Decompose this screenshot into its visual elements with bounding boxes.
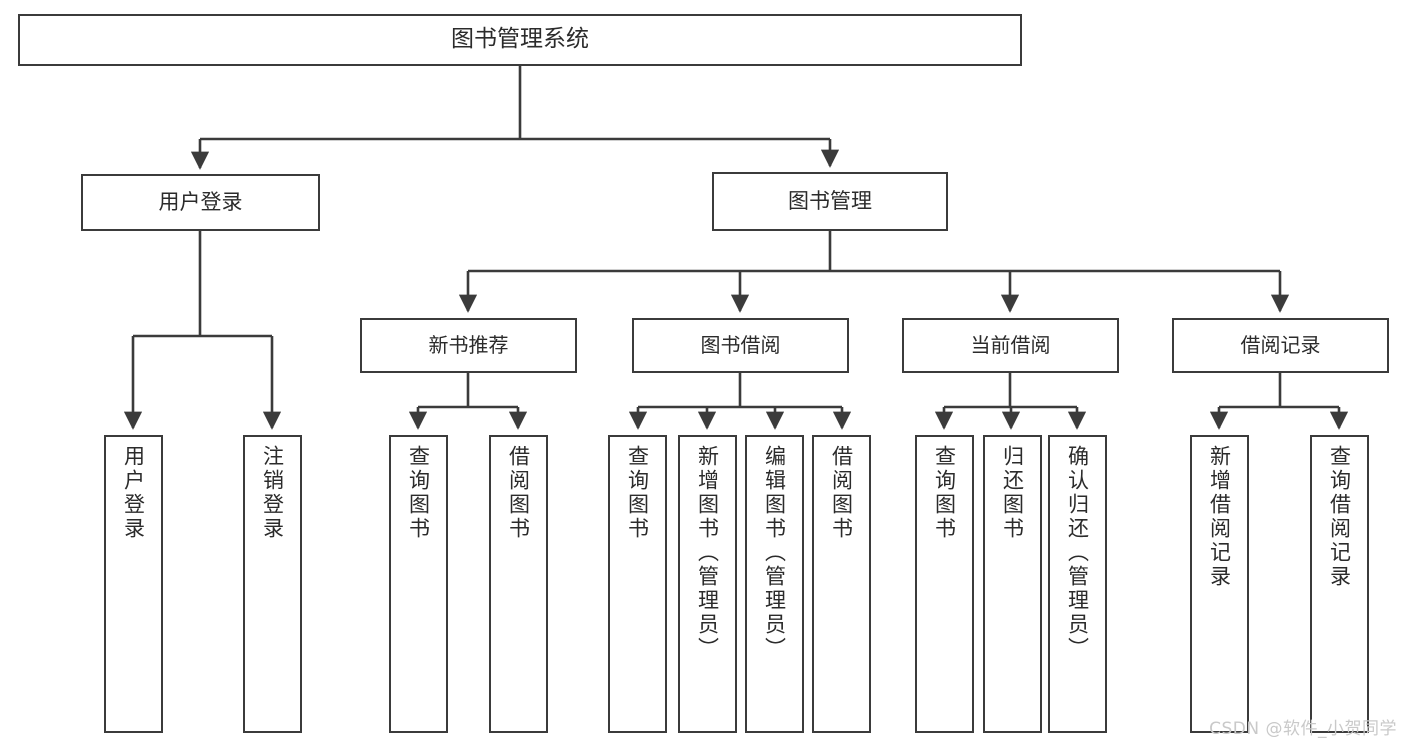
- node-leaf-confirm-return-label: 确认归还（管理员）: [1065, 445, 1090, 661]
- node-leaf-query-book-2-label: 查询图书: [625, 445, 650, 541]
- node-root[interactable]: 图书管理系统: [18, 14, 1022, 66]
- node-leaf-query-book-3[interactable]: 查询图书: [915, 435, 974, 733]
- node-borrow-record[interactable]: 借阅记录: [1172, 318, 1389, 373]
- node-leaf-borrow-book-2-label: 借阅图书: [829, 445, 854, 541]
- node-leaf-edit-book[interactable]: 编辑图书（管理员）: [745, 435, 804, 733]
- node-leaf-user-login[interactable]: 用户登录: [104, 435, 163, 733]
- node-book-management-label: 图书管理: [788, 189, 872, 214]
- node-leaf-user-login-label: 用户登录: [121, 445, 146, 541]
- node-current-borrow[interactable]: 当前借阅: [902, 318, 1119, 373]
- node-leaf-logout-login-label: 注销登录: [260, 445, 285, 541]
- node-leaf-return-book[interactable]: 归还图书: [983, 435, 1042, 733]
- node-leaf-borrow-book-1[interactable]: 借阅图书: [489, 435, 548, 733]
- node-user-login[interactable]: 用户登录: [81, 174, 320, 231]
- node-leaf-return-book-label: 归还图书: [1000, 445, 1025, 541]
- node-borrow-record-label: 借阅记录: [1240, 332, 1321, 357]
- node-leaf-query-book-1[interactable]: 查询图书: [389, 435, 448, 733]
- node-leaf-query-book-1-label: 查询图书: [406, 445, 431, 541]
- node-leaf-logout-login[interactable]: 注销登录: [243, 435, 302, 733]
- node-book-management[interactable]: 图书管理: [712, 172, 948, 231]
- node-root-label: 图书管理系统: [451, 26, 589, 53]
- node-leaf-query-book-2[interactable]: 查询图书: [608, 435, 667, 733]
- node-new-book-recommend[interactable]: 新书推荐: [360, 318, 577, 373]
- node-current-borrow-label: 当前借阅: [970, 332, 1051, 357]
- node-new-book-recommend-label: 新书推荐: [428, 332, 509, 357]
- node-leaf-query-record[interactable]: 查询借阅记录: [1310, 435, 1369, 733]
- node-leaf-confirm-return[interactable]: 确认归还（管理员）: [1048, 435, 1107, 733]
- node-leaf-edit-book-label: 编辑图书（管理员）: [762, 445, 787, 661]
- node-leaf-add-record-label: 新增借阅记录: [1207, 445, 1232, 589]
- node-leaf-query-record-label: 查询借阅记录: [1327, 445, 1352, 589]
- watermark: CSDN @软件_小贺同学: [1209, 719, 1397, 739]
- node-leaf-add-book[interactable]: 新增图书（管理员）: [678, 435, 737, 733]
- node-leaf-borrow-book-1-label: 借阅图书: [506, 445, 531, 541]
- node-leaf-borrow-book-2[interactable]: 借阅图书: [812, 435, 871, 733]
- node-book-borrow-label: 图书借阅: [700, 332, 781, 357]
- node-leaf-query-book-3-label: 查询图书: [932, 445, 957, 541]
- node-user-login-label: 用户登录: [158, 190, 243, 215]
- node-leaf-add-record[interactable]: 新增借阅记录: [1190, 435, 1249, 733]
- node-book-borrow[interactable]: 图书借阅: [632, 318, 849, 373]
- node-leaf-add-book-label: 新增图书（管理员）: [695, 445, 720, 661]
